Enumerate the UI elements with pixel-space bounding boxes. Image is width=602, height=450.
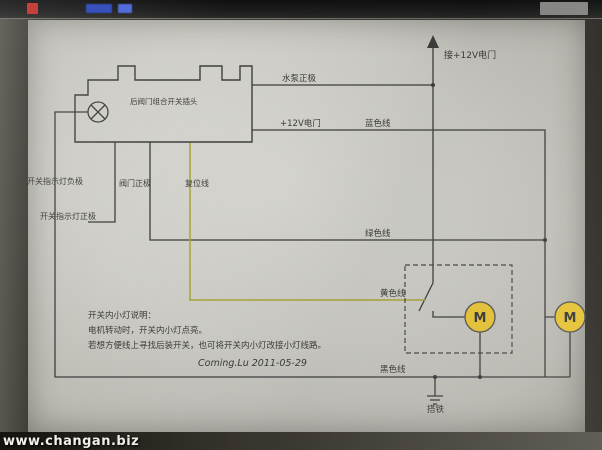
ground-icon [427,395,443,405]
indicator-negative-label: 开关指示灯负极 [27,176,83,186]
motor-1-body [464,301,496,333]
signature: Coming.Lu 2011-05-29 [198,358,307,369]
blue-wire-label: 蓝色线 [365,118,391,129]
ignition-12v-label: +12V电门 [280,118,321,129]
window-titlebar [0,0,602,19]
indicator-lamp-icon [87,101,109,123]
to-12v-ignition-label: 接+12V电门 [444,49,496,61]
junction-dots [431,83,547,379]
wire-paths [54,46,571,396]
motor-1: M [464,301,496,333]
titlebar-menu-smudge [118,4,132,13]
titlebar-menu-smudge [86,4,112,13]
motor-2: M [554,301,586,333]
watermark: www.changan.biz [3,434,140,449]
indicator-positive-label: 开关指示灯正极 [40,211,96,221]
ground-label: 搭铁 [427,404,445,415]
motor-2-body [554,301,586,333]
motor-2-label: M [564,311,577,326]
pump-positive-label: 水泵正极 [282,73,317,84]
screen [28,20,585,432]
motor-1-label: M [474,311,487,326]
photo-bottom-edge [0,432,602,450]
switch-dashed-box [404,264,513,354]
note-line-3: 若想方便线上寻找后装开关，也可将开关内小灯改接小灯线路。 [88,340,326,351]
note-line-2: 电机转动时，开关内小灯点亮。 [88,325,207,336]
valve-positive-label: 阀门正极 [119,178,151,188]
yellow-wire-label: 黄色线 [380,288,406,299]
wire-lines [54,46,571,396]
yellow-wire [189,142,426,301]
arrow-up-icon [427,35,439,48]
connector-plug [74,65,253,143]
reset-wire-label: 复位线 [185,178,209,188]
app-icon [27,3,38,14]
note-line-1: 开关内小灯说明： [88,310,156,321]
connector-label: 后阀门组合开关插头 [130,96,198,106]
black-wire-label: 黑色线 [380,364,406,375]
window-controls-smudge [540,2,588,15]
green-wire-label: 绿色线 [365,228,391,239]
